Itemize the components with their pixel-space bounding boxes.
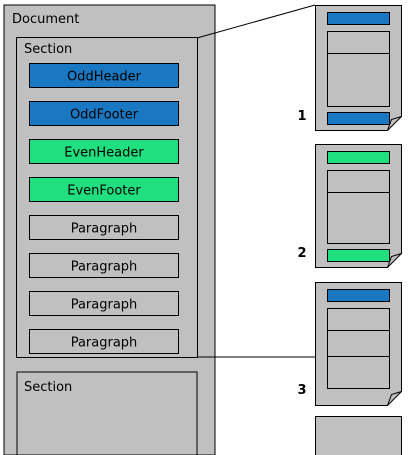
section-panel-2: Section xyxy=(16,371,198,455)
block-oddheader: OddHeader xyxy=(29,63,179,88)
page-thumbnail-3 xyxy=(315,282,402,406)
block-label: OddFooter xyxy=(70,108,139,123)
block-paragraph: Paragraph xyxy=(29,329,179,354)
block-evenheader: EvenHeader xyxy=(29,139,179,164)
page-thumbnails: 1 2 3 xyxy=(297,5,402,455)
block-paragraph: Paragraph xyxy=(29,291,179,316)
document-label: Document xyxy=(12,12,79,27)
block-box xyxy=(29,139,179,164)
page-body xyxy=(327,308,390,389)
page-body xyxy=(327,31,390,107)
block-label: Paragraph xyxy=(71,336,138,351)
page-sheet xyxy=(315,416,402,455)
page-thumbnail-2 xyxy=(315,144,402,268)
section-label-1: Section xyxy=(24,42,72,57)
block-label: EvenHeader xyxy=(64,146,144,161)
page-number-label: 3 xyxy=(297,383,306,398)
page-fold xyxy=(387,391,402,406)
section-frame-2 xyxy=(16,371,198,455)
section-label-2: Section xyxy=(24,380,72,395)
page-footer-bar xyxy=(327,112,390,125)
block-box xyxy=(29,291,179,316)
block-box xyxy=(29,215,179,240)
page-fold xyxy=(387,116,402,131)
section-blocks: OddHeaderOddFooterEvenHeaderEvenFooterPa… xyxy=(29,63,179,354)
page-body xyxy=(327,170,390,244)
block-label: Paragraph xyxy=(71,222,138,237)
connector-top xyxy=(196,4,316,39)
block-box xyxy=(29,329,179,354)
block-label: OddHeader xyxy=(67,70,142,85)
block-paragraph: Paragraph xyxy=(29,253,179,278)
block-box xyxy=(29,63,179,88)
page-number-label: 1 xyxy=(297,109,306,124)
block-box xyxy=(29,101,179,126)
page-footer-bar xyxy=(327,249,390,262)
page-header-bar xyxy=(327,289,390,302)
page-thumbnail-4 xyxy=(315,416,402,455)
block-box xyxy=(29,177,179,202)
block-paragraph: Paragraph xyxy=(29,215,179,240)
page-thumbnail-1 xyxy=(315,5,402,131)
block-label: EvenFooter xyxy=(67,184,141,199)
page-fold xyxy=(387,253,402,268)
block-box xyxy=(29,253,179,278)
block-label: Paragraph xyxy=(71,260,138,275)
block-evenfooter: EvenFooter xyxy=(29,177,179,202)
page-number-label: 2 xyxy=(297,246,306,261)
block-label: Paragraph xyxy=(71,298,138,313)
block-oddfooter: OddFooter xyxy=(29,101,179,126)
page-header-bar xyxy=(327,12,390,25)
page-header-bar xyxy=(327,151,390,164)
